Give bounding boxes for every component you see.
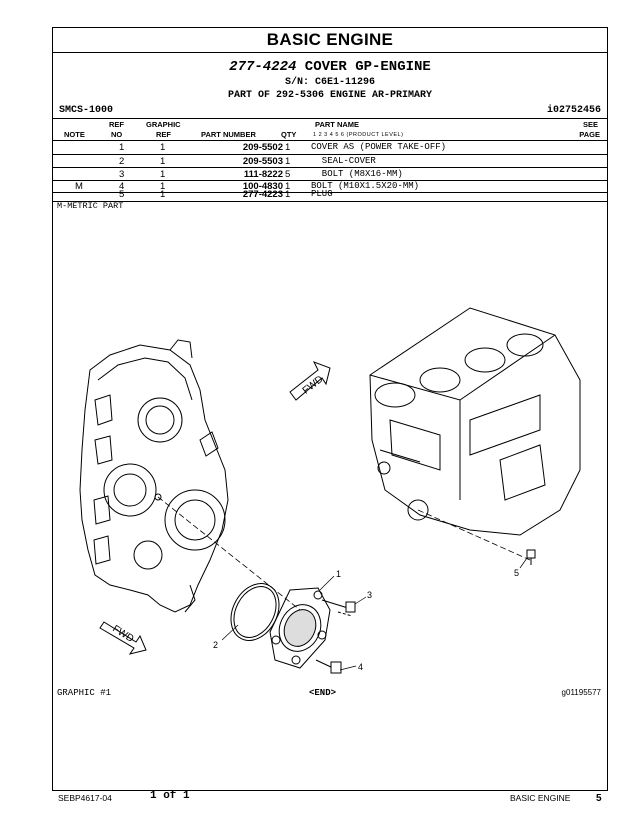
smcs-code: SMCS-1000 — [59, 105, 114, 116]
row-graphic: 1 — [160, 181, 166, 192]
seal-ring — [230, 583, 280, 641]
footer-document: SEBP4617-04 — [58, 793, 112, 803]
row-ref: 1 — [119, 142, 125, 153]
row-note: M — [75, 181, 83, 192]
col-see-bottom: PAGE — [579, 130, 600, 139]
callout-3: 3 — [367, 590, 372, 600]
divider — [53, 154, 607, 155]
fwd-arrow-icon: FWD — [99, 621, 147, 655]
bolt-4 — [315, 659, 342, 674]
row-graphic: 1 — [160, 169, 166, 180]
divider — [53, 140, 607, 141]
divider — [53, 167, 607, 168]
row-part-number: 100-4830 — [242, 181, 283, 192]
product-level: 1 2 3 4 5 6 (PRODUCT LEVEL) — [313, 132, 404, 138]
row-qty: 1 — [285, 156, 291, 167]
callout-5: 5 — [514, 568, 519, 578]
row-ref: 3 — [119, 169, 125, 180]
divider — [53, 192, 607, 193]
ident-code: i02752456 — [546, 105, 601, 116]
footer-page-number: 5 — [596, 793, 602, 804]
row-part-number: 111-8222 — [243, 169, 283, 180]
col-qty: QTY — [281, 130, 297, 139]
row-name: BOLT (M10X1.5X20-MM) — [311, 181, 420, 191]
leader-line — [157, 496, 301, 611]
page-title: BASIC ENGINE — [266, 30, 394, 49]
row-name: PLUG — [311, 189, 333, 199]
fwd-arrow-icon: FWD — [289, 361, 331, 401]
row-graphic: 1 — [160, 156, 166, 167]
part-title: 277-4224 COVER GP-ENGINE — [53, 59, 607, 75]
serial-number: S/N: C6E1-11296 — [284, 77, 375, 88]
col-graphic-bottom: REF — [156, 130, 171, 139]
row-graphic: 1 — [160, 142, 166, 153]
col-part-number: PART NUMBER — [201, 130, 256, 139]
callout-1: 1 — [336, 569, 341, 579]
row-qty: 1 — [285, 181, 291, 192]
table-row: 1 1 209-5502 1 COVER AS (POWER TAKE-OFF) — [53, 142, 607, 154]
callout-2: 2 — [213, 640, 218, 650]
divider — [53, 118, 607, 119]
graphic-number: g01195577 — [561, 688, 601, 697]
timing-case-drawing — [79, 339, 229, 613]
table-row: 5 1 277-4223 1 PLUG — [53, 189, 607, 201]
row-graphic: 1 — [160, 189, 166, 200]
col-ref-top: REF — [109, 120, 124, 129]
table-row: 3 1 111-8222 5 BOLT (M8X16-MM) — [53, 169, 607, 181]
row-name: COVER AS (POWER TAKE-OFF) — [311, 142, 447, 152]
row-qty: 5 — [285, 169, 291, 180]
row-qty: 1 — [285, 142, 291, 153]
divider — [53, 180, 607, 181]
pto-cover — [269, 587, 331, 669]
row-part-number: 277-4223 — [242, 189, 283, 200]
col-graphic-top: GRAPHIC — [146, 120, 181, 129]
row-name: SEAL-COVER — [311, 156, 376, 166]
col-part-name: PART NAME — [315, 120, 360, 129]
engine-block-drawing — [369, 307, 581, 536]
footer-section: BASIC ENGINE — [510, 793, 571, 803]
bolt-3 — [321, 599, 356, 617]
divider — [53, 52, 607, 53]
table-row: M 4 1 100-4830 1 BOLT (M10X1.5X20-MM) — [53, 181, 607, 193]
col-see-top: SEE — [582, 120, 598, 129]
part-name: COVER GP-ENGINE — [304, 59, 431, 75]
divider — [53, 201, 607, 202]
plug-5 — [526, 549, 536, 565]
metric-note: M-METRIC PART — [57, 201, 124, 211]
row-part-number: 209-5502 — [242, 142, 283, 153]
graphic-label: GRAPHIC #1 — [57, 688, 112, 698]
col-ref-bottom: NO — [111, 130, 123, 139]
row-ref: 4 — [119, 181, 125, 192]
row-ref: 5 — [119, 189, 125, 200]
table-row: 2 1 209-5503 1 SEAL-COVER — [53, 156, 607, 168]
leader-line — [417, 509, 531, 561]
row-ref: 2 — [119, 156, 125, 167]
row-qty: 1 — [285, 189, 291, 200]
part-of: PART OF 292-5306 ENGINE AR-PRIMARY — [227, 90, 433, 101]
part-number: 277-4224 — [229, 59, 297, 75]
callout-4: 4 — [358, 662, 363, 672]
page-frame: BASIC ENGINE 277-4224 COVER GP-ENGINE S/… — [52, 27, 608, 791]
col-note: NOTE — [64, 130, 85, 139]
row-name: BOLT (M8X16-MM) — [311, 169, 403, 179]
end-label: <END> — [309, 688, 337, 698]
footer-page-of: 1 of 1 — [150, 790, 190, 802]
row-part-number: 209-5503 — [242, 156, 283, 167]
